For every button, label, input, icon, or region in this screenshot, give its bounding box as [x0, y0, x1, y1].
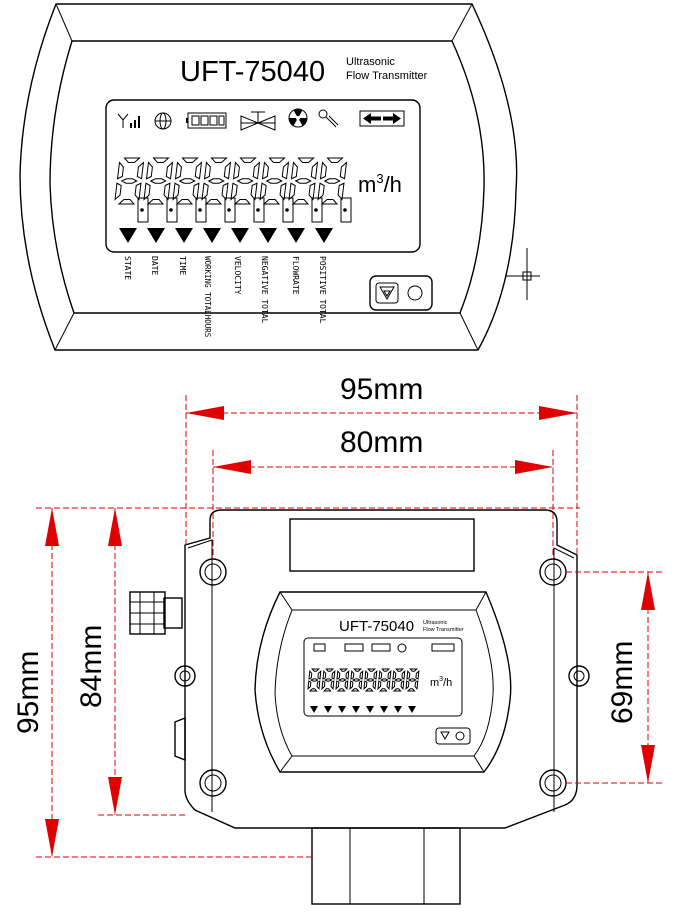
- indicator-label-time: TIME: [178, 256, 187, 275]
- segment-digit: [363, 668, 378, 692]
- wrench-icon: [318, 109, 339, 128]
- indicator-triangle: [119, 228, 137, 243]
- segment-digit: [288, 157, 319, 205]
- bidirectional-arrow-icon: [359, 110, 405, 127]
- battery-icon: [186, 112, 227, 129]
- segment-digit: [335, 668, 350, 692]
- top-window: [289, 518, 475, 572]
- mini-model-title: UFT-75040: [339, 618, 414, 635]
- mini-indicator-triangle: [352, 706, 360, 713]
- segment-digit: [391, 668, 406, 692]
- indicator-label-negative: NEGATIVE TOTAL: [260, 256, 269, 324]
- indicator-triangle: [259, 228, 277, 243]
- keypad: [369, 275, 433, 311]
- indicator-label-state: STATE: [123, 256, 132, 280]
- dimensions: 95mm 80mm 95mm 84mm 69mm: [12, 373, 664, 858]
- mount-hole-bl: [199, 769, 227, 797]
- front-panel: UFT-75040 Ultrasonic Flow Transmitter: [19, 3, 540, 351]
- indicator-label-flowrate: FLOWRATE: [291, 256, 300, 295]
- circle-key-icon: [407, 285, 423, 301]
- indicator-label-velocity: VELOCITY: [233, 256, 242, 295]
- segment-digit: [321, 668, 336, 692]
- lcd-window: [105, 99, 421, 253]
- dim-overall-height: 95mm: [12, 651, 45, 734]
- indicator-triangle: [147, 228, 165, 243]
- segment-digit: [307, 668, 322, 692]
- indicator-triangle: [231, 228, 249, 243]
- valve-icon: [240, 111, 276, 131]
- mini-indicator-triangle: [310, 706, 318, 713]
- segment-digit: [377, 668, 392, 692]
- dim-mount-spacing-right: 69mm: [606, 641, 639, 724]
- segment-digit: [114, 157, 145, 205]
- signal-icon: [117, 113, 140, 128]
- indicator-label-date: DATE: [150, 256, 159, 275]
- cable-gland: [129, 591, 183, 635]
- dimensioned-housing: UFT-75040 Ultrasonic Flow Transmitter m3…: [129, 509, 590, 905]
- indicator-row: [119, 228, 333, 243]
- segment-digit: [405, 668, 420, 692]
- mount-hole-tl: [199, 558, 227, 586]
- bottom-connector: [311, 827, 461, 905]
- indicator-triangle: [315, 228, 333, 243]
- mini-indicator-triangle: [366, 706, 374, 713]
- mini-indicator-triangle: [380, 706, 388, 713]
- segment-digit: [201, 157, 232, 205]
- model-title: UFT-75040: [180, 56, 325, 88]
- mini-front-panel: UFT-75040 Ultrasonic Flow Transmitter m3…: [254, 591, 512, 773]
- segment-display: [114, 157, 352, 223]
- mount-hole-br: [539, 769, 567, 797]
- mount-hole-tr: [539, 558, 567, 586]
- segment-digit: [317, 157, 348, 205]
- segment-digit: [172, 157, 203, 205]
- dim-mount-width: 80mm: [340, 426, 423, 459]
- indicator-triangle: [175, 228, 193, 243]
- mini-subtitle-line2: Flow Transmitter: [423, 627, 464, 633]
- subtitle-line1: Ultrasonic: [346, 56, 395, 68]
- dim-mount-height: 84mm: [75, 625, 108, 708]
- mini-indicator-triangle: [394, 706, 402, 713]
- indicator-labels: STATE DATE TIME WORKING TOTALHOURS VELOC…: [123, 256, 327, 338]
- globe-icon: [154, 112, 172, 130]
- keypad-frame: [369, 275, 433, 311]
- mini-flow-unit: m3/h: [430, 676, 452, 689]
- segment-digit: [349, 668, 364, 692]
- mini-indicator-triangle: [408, 706, 416, 713]
- indicator-triangle: [287, 228, 305, 243]
- segment-digit: [259, 157, 290, 205]
- mini-subtitle-line1: Ultrasonic: [423, 620, 448, 626]
- housing-outline: [184, 509, 578, 829]
- segment-digit: [143, 157, 174, 205]
- subtitle-line2: Flow Transmitter: [346, 70, 428, 82]
- down-triangle-key-icon: [375, 282, 399, 304]
- dim-overall-width: 95mm: [340, 373, 423, 406]
- indicator-label-working: WORKING TOTALHOURS: [203, 256, 212, 338]
- mini-indicator-triangle: [338, 706, 346, 713]
- panel-outer-outline: [19, 3, 518, 351]
- indicator-label-positive: POSITIVE TOTAL: [318, 256, 327, 324]
- radiation-icon: [288, 108, 308, 128]
- indicator-triangle: [203, 228, 221, 243]
- flow-unit: m3/h: [358, 171, 402, 197]
- mini-indicator-triangle: [324, 706, 332, 713]
- segment-digit: [230, 157, 261, 205]
